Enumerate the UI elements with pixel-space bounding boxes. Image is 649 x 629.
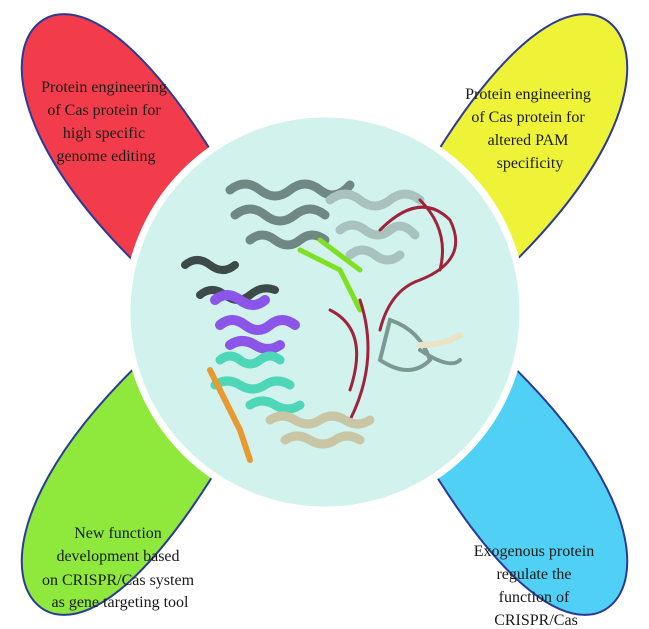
center-circle (123, 110, 527, 514)
petal-top-right-label: Protein engineering of Cas protein for a… (465, 86, 595, 172)
petal-bottom-left-label: New function development based on CRISPR… (42, 525, 198, 611)
petal-bottom-right-label: Exogenous protein regulate the function … (474, 543, 598, 629)
protein-structure-image (181, 179, 463, 463)
petal-top-left-label: Protein engineering of Cas protein for h… (41, 79, 171, 165)
